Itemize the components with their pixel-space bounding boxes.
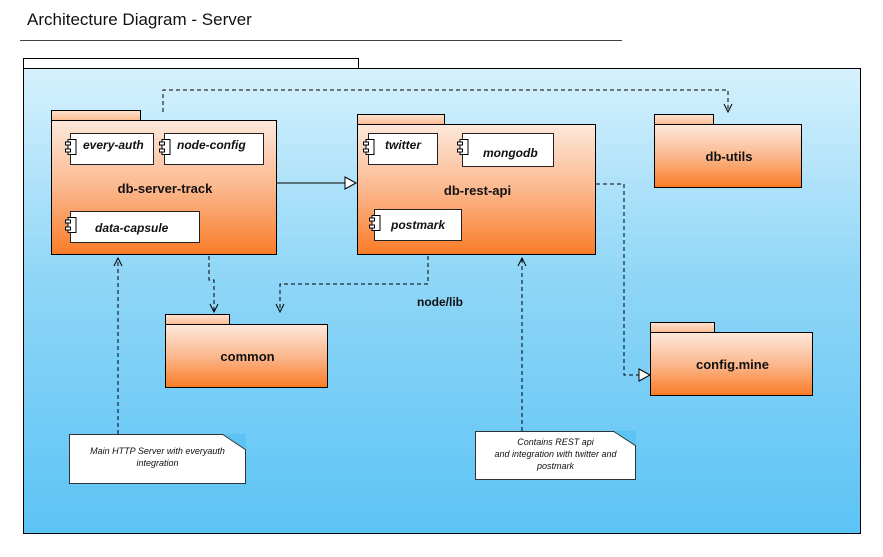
package-tab-common (165, 314, 230, 324)
note-line: and integration with twitter and (494, 449, 617, 459)
node-lib-label: node/lib (417, 295, 463, 309)
component-icon (457, 139, 469, 155)
package-label: db-server-track (117, 181, 213, 196)
component-mongodb[interactable]: mongodb (457, 133, 554, 167)
frame-tab (23, 58, 359, 69)
dep-server-to-common (208, 256, 214, 312)
note-main-http-server: Main HTTP Server with everyauth integrat… (69, 434, 246, 484)
package-db-utils[interactable]: db-utils (654, 124, 802, 188)
component-data-capsule[interactable]: data-capsule (65, 211, 200, 243)
note-line: Main HTTP Server with everyauth (90, 446, 225, 456)
component-postmark[interactable]: postmark (369, 209, 462, 241)
package-db-rest-api[interactable]: twitter mongodb db-rest-api postmark (357, 124, 596, 255)
component-label: every-auth (83, 138, 144, 152)
package-tab-db-server-track (51, 110, 141, 120)
package-label: db-utils (705, 149, 753, 164)
component-every-auth[interactable]: every-auth (65, 133, 154, 165)
component-label: twitter (385, 138, 421, 152)
note-line: postmark (536, 461, 574, 471)
component-label: node-config (177, 138, 246, 152)
component-twitter[interactable]: twitter (363, 133, 438, 165)
note-line: Contains REST api (517, 437, 594, 447)
dep-restapi-to-config (596, 183, 652, 382)
package-label: config.mine (696, 357, 769, 372)
component-label: mongodb (483, 146, 538, 160)
component-label: data-capsule (95, 221, 169, 235)
package-label: common (220, 349, 275, 364)
dep-restapi-to-common (280, 256, 429, 312)
package-tab-db-rest-api (357, 114, 445, 124)
note-rest-api: Contains REST api and integration with t… (475, 431, 636, 480)
diagram-title: Architecture Diagram - Server (27, 10, 252, 29)
package-common[interactable]: common (165, 324, 328, 388)
note-line: integration (136, 458, 179, 468)
component-icon (159, 139, 171, 155)
title-underline (20, 40, 622, 41)
component-icon (65, 139, 77, 155)
component-icon (369, 215, 381, 231)
component-icon (363, 139, 375, 155)
dep-server-to-utils (162, 89, 728, 112)
component-node-config[interactable]: node-config (159, 133, 264, 165)
package-tab-config-mine (650, 322, 715, 332)
component-icon (65, 217, 77, 233)
package-db-server-track[interactable]: every-auth node-config db-server-track d… (51, 120, 277, 255)
package-tab-db-utils (654, 114, 714, 124)
package-config-mine[interactable]: config.mine (650, 332, 813, 396)
component-label: postmark (391, 218, 446, 232)
package-label: db-rest-api (443, 183, 512, 198)
